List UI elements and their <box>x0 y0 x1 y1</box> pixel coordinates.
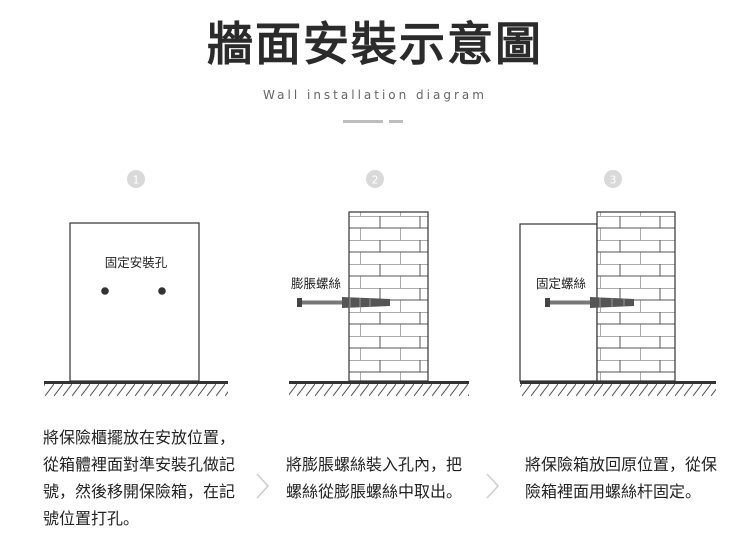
ground-line <box>44 381 228 384</box>
expansion-bolt-icon <box>297 297 390 308</box>
title-divider-short <box>389 120 403 123</box>
step-1-description: 將保險櫃擺放在安放位置，從箱體裡面對準安裝孔做記號，然後移開保險箱，在記號位置打… <box>43 428 236 528</box>
ground-hatch <box>44 384 228 396</box>
step-3-badge: 3 <box>604 170 622 188</box>
mounting-hole-left <box>101 287 109 295</box>
step-2-number: 2 <box>372 174 379 187</box>
safe-box <box>69 222 200 382</box>
step-1-illustration: 固定安裝孔 <box>44 222 228 396</box>
step-1-badge: 1 <box>127 170 145 188</box>
step-1-number: 1 <box>133 174 140 187</box>
mounting-hole-right <box>158 287 166 295</box>
step-3-number: 3 <box>610 174 617 187</box>
step-3-illustration: 固定螺絲 <box>519 211 716 396</box>
expansion-bolt-label: 膨脹螺絲 <box>291 276 342 291</box>
page-title: 牆面安裝示意圖 <box>207 17 543 71</box>
step-2-description: 將膨脹螺絲裝入孔內，把螺絲從膨脹螺絲中取出。 <box>286 455 463 501</box>
ground-line <box>289 381 469 384</box>
step-3-description: 將保險箱放回原位置，從保險箱裡面用螺絲杆固定。 <box>525 455 718 501</box>
ground-hatch <box>520 384 716 396</box>
fixing-screw-label: 固定螺絲 <box>536 276 587 291</box>
next-step-chevron-icon <box>256 473 270 499</box>
fixing-screw-icon <box>545 297 634 308</box>
next-step-chevron-icon <box>486 473 500 499</box>
step-2-badge: 2 <box>366 170 384 188</box>
title-divider-long <box>343 120 383 123</box>
page-subtitle: Wall installation diagram <box>263 88 487 102</box>
ground-line <box>520 381 716 384</box>
step-2-illustration: 膨脹螺絲 <box>289 211 469 396</box>
ground-hatch <box>289 384 469 396</box>
brick-wall <box>596 211 676 382</box>
brick-wall <box>348 211 429 382</box>
mounting-hole-label: 固定安裝孔 <box>105 255 168 270</box>
